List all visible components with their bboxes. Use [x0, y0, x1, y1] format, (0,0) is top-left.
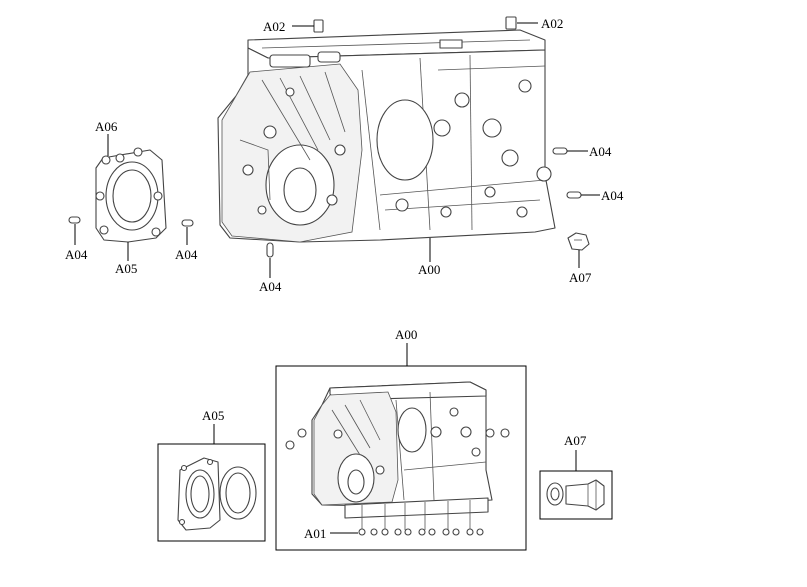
label-a02-right: A02	[541, 16, 563, 31]
dowel-pin-left-top	[313, 19, 324, 33]
label-a07-box: A07	[564, 433, 587, 448]
label-a05-top: A05	[115, 261, 137, 276]
label-a00-box: A00	[395, 327, 417, 342]
label-a04-right-top: A04	[589, 144, 612, 159]
pin-bottom	[266, 242, 274, 258]
label-a02-left: A02	[263, 19, 285, 34]
label-a06: A06	[95, 119, 118, 134]
pin-seal-left	[68, 216, 81, 224]
pin-right-top	[552, 147, 568, 155]
label-a07-top: A07	[569, 270, 592, 285]
label-a04-seal-right: A04	[175, 247, 198, 262]
label-a00-top: A00	[418, 262, 440, 277]
drain-plug-top	[567, 232, 590, 251]
label-a04-left: A04	[65, 247, 88, 262]
label-a04-right-mid: A04	[601, 188, 624, 203]
rear-seal-carrier-illustration	[95, 147, 167, 243]
pin-seal-right	[181, 219, 194, 227]
pin-right-mid	[566, 191, 582, 199]
drain-plug-and-washer-illustration	[546, 479, 605, 511]
label-a05-box: A05	[202, 408, 224, 423]
seal-carrier-and-seal-illustration	[177, 457, 257, 531]
label-a01: A01	[304, 526, 326, 541]
main-bearing-caps-illustration	[344, 497, 489, 536]
engine-block-illustration	[217, 29, 556, 243]
label-a04-bottom: A04	[259, 279, 282, 294]
dowel-pin-right-top	[505, 16, 517, 30]
